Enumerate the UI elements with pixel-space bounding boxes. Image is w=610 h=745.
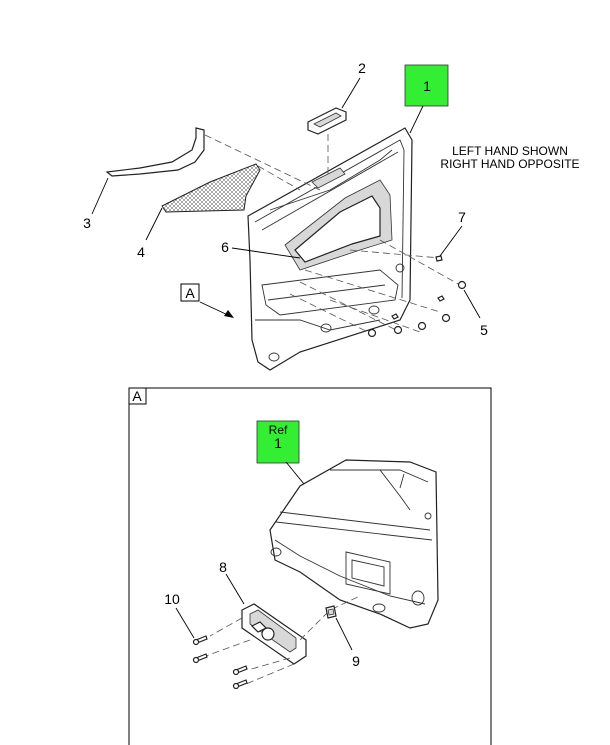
dashed-line-8d bbox=[245, 663, 295, 685]
callout-3: 3 bbox=[83, 215, 91, 231]
screws-part-10 bbox=[192, 635, 248, 690]
callout-8: 8 bbox=[219, 559, 227, 575]
callout-2: 2 bbox=[358, 60, 366, 76]
leader-line-7 bbox=[439, 225, 463, 257]
dashed-line-8a bbox=[209, 617, 243, 637]
dashed-line-4 bbox=[257, 165, 301, 191]
ref-1-highlight[interactable]: Ref 1 bbox=[256, 420, 300, 464]
callout-4: 4 bbox=[137, 244, 145, 260]
detail-door-panel bbox=[269, 459, 439, 629]
leader-line-8 bbox=[225, 573, 245, 605]
callout-7: 7 bbox=[458, 209, 466, 225]
clip-part-9 bbox=[325, 605, 337, 619]
leader-line-3 bbox=[91, 177, 109, 215]
callout-9: 9 bbox=[352, 653, 360, 669]
dashed-line-8e bbox=[299, 595, 361, 641]
leader-line-2 bbox=[341, 77, 361, 109]
leader-line-6 bbox=[231, 247, 301, 259]
note-line-1: LEFT HAND SHOWN bbox=[452, 144, 568, 158]
ref-number: 1 bbox=[274, 435, 282, 451]
callout-1-highlight[interactable]: 1 bbox=[404, 64, 449, 107]
fasteners-upper bbox=[289, 239, 467, 338]
detail-view-frame: A bbox=[128, 387, 492, 745]
callout-10: 10 bbox=[164, 591, 180, 607]
view-a-marker[interactable]: A bbox=[180, 283, 200, 302]
dashed-line-8c bbox=[247, 657, 291, 671]
detail-view-label: A bbox=[132, 388, 142, 404]
leader-line-10 bbox=[175, 607, 195, 639]
callout-5: 5 bbox=[480, 322, 488, 338]
leader-line-1 bbox=[409, 105, 424, 134]
pull-handle-part-2 bbox=[307, 107, 347, 135]
callout-6: 6 bbox=[221, 239, 229, 255]
leader-line-5 bbox=[463, 289, 481, 319]
note-line-2: RIGHT HAND OPPOSITE bbox=[440, 157, 579, 171]
lamp-housing-part-8 bbox=[241, 603, 307, 665]
view-a-label: A bbox=[185, 285, 195, 301]
speaker-grille-part-4 bbox=[161, 163, 261, 213]
leader-line-9 bbox=[335, 617, 353, 651]
dashed-line-8b bbox=[205, 639, 251, 657]
leader-line-ref bbox=[285, 461, 305, 485]
callout-1-label: 1 bbox=[423, 78, 431, 94]
trim-strip-part-3 bbox=[105, 127, 205, 177]
leader-line-4 bbox=[145, 207, 163, 241]
view-a-arrow bbox=[199, 301, 234, 318]
ref-label: Ref bbox=[269, 423, 288, 437]
door-trim-panel bbox=[247, 127, 413, 371]
